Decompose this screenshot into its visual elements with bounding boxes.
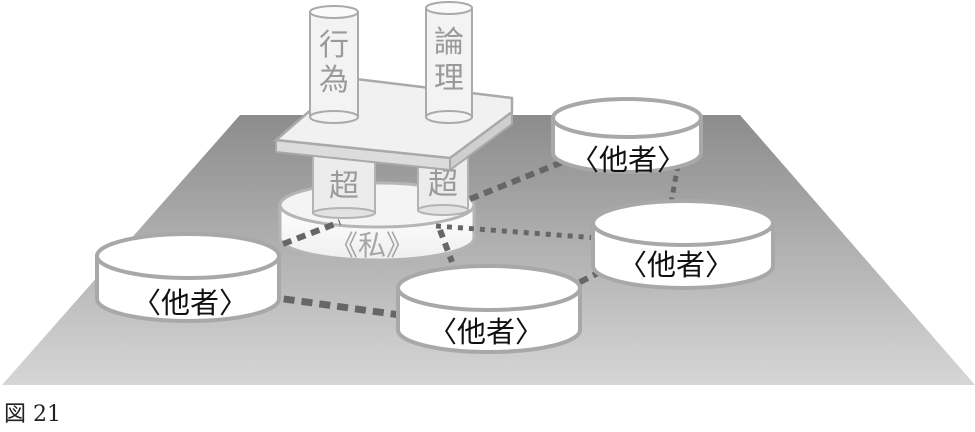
other-label-upper-right: 〈他者〉 [570, 143, 686, 177]
pillar-right-upper: 論 理 [425, 1, 473, 124]
pillar-label-right-lower: 超 [428, 167, 458, 202]
self-label: 《私》 [330, 229, 414, 262]
other-label-front: 〈他者〉 [428, 315, 544, 349]
other-disc-mid-right: 〈他者〉 [591, 199, 775, 290]
other-disc-front: 〈他者〉 [396, 264, 582, 354]
pillar-label-right-upper-1: 論 [434, 25, 464, 60]
pillar-left-upper: 行 為 [309, 5, 359, 124]
pillar-label-left-upper-2: 為 [319, 63, 349, 98]
other-disc-left: 〈他者〉 [95, 232, 281, 323]
pillar-label-left-upper-1: 行 [319, 28, 349, 63]
other-disc-upper-right: 〈他者〉 [551, 97, 703, 177]
connector-self-mid-right [435, 223, 599, 241]
connector-self-left [281, 219, 342, 247]
other-label-mid-right: 〈他者〉 [618, 248, 734, 282]
other-label-left: 〈他者〉 [132, 286, 248, 320]
connector-self-front [437, 228, 455, 264]
pillar-label-left-lower: 超 [329, 169, 359, 204]
figure-caption: 図 21 [4, 402, 61, 427]
pillar-label-right-upper-2: 理 [434, 61, 464, 96]
